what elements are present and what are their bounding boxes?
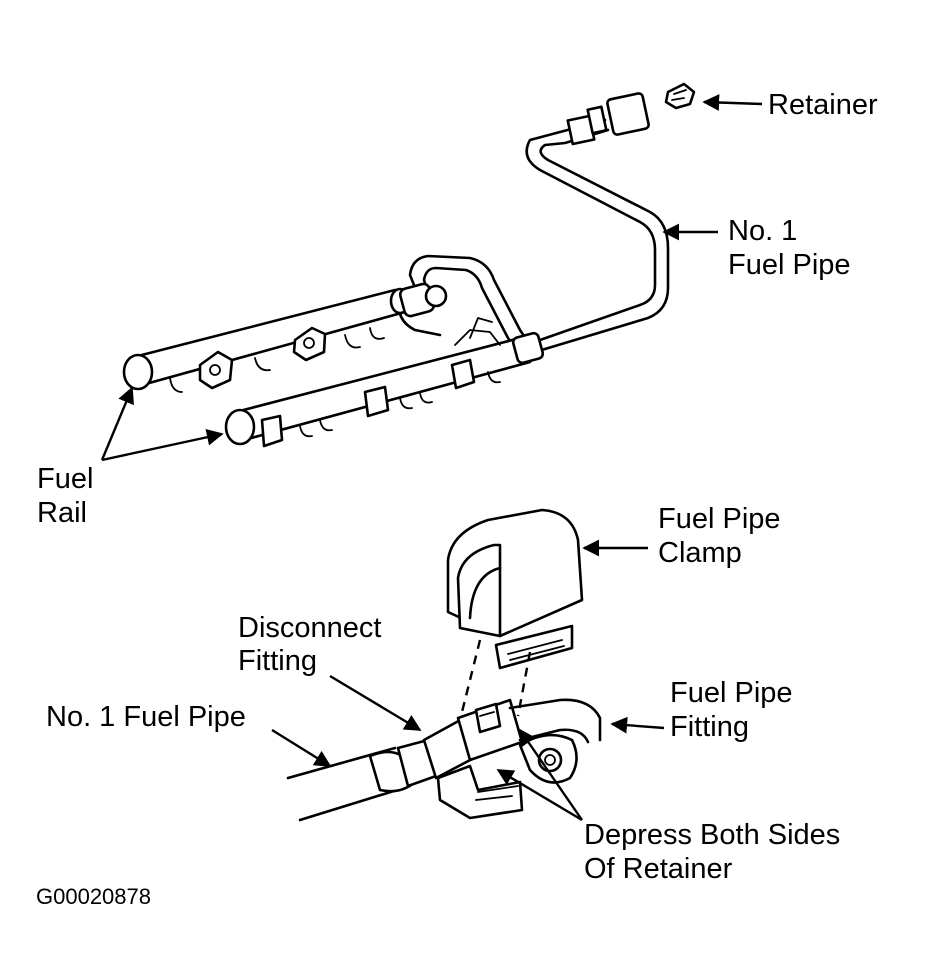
lower-detail xyxy=(286,508,602,822)
depress-arrow-right xyxy=(519,728,583,821)
retainer-clip xyxy=(664,82,696,110)
label-fuel-rail-line2: Rail xyxy=(37,497,87,529)
label-clamp-line1: Fuel Pipe xyxy=(658,503,781,535)
figure-code: G00020878 xyxy=(36,884,151,909)
callout-arrows xyxy=(100,94,763,822)
label-depress-line2: Of Retainer xyxy=(584,853,733,885)
fuel-pipe-clamp xyxy=(446,508,584,670)
labels: Retainer No. 1 Fuel Pipe Fuel Rail Fuel … xyxy=(36,89,878,909)
upper-assembly xyxy=(122,82,696,448)
label-disconnect-line2: Fitting xyxy=(238,645,317,677)
fuel-pipe-lower-arrow xyxy=(271,728,332,768)
label-depress-line1: Depress Both Sides xyxy=(584,819,840,851)
depress-arrow-left xyxy=(496,768,583,822)
clamp-guide-line-left xyxy=(460,639,482,713)
retainer-arrow xyxy=(702,94,763,111)
fuel-pipe-lower xyxy=(286,738,438,822)
label-disconnect-line1: Disconnect xyxy=(238,612,381,644)
disconnect-arrow xyxy=(329,674,422,732)
fuel-rail-arrow-front xyxy=(101,428,224,462)
fuel-pipe-fitting xyxy=(508,698,602,784)
fuel-pipe-upper xyxy=(525,92,670,354)
label-fuel-pipe-upper-line2: Fuel Pipe xyxy=(728,249,851,281)
fuel-rail-rear xyxy=(122,282,448,393)
label-fuel-pipe-lower: No. 1 Fuel Pipe xyxy=(46,701,246,733)
label-pipe-fitting-line1: Fuel Pipe xyxy=(670,677,793,709)
fuel-rail-arrow-rear xyxy=(100,386,134,461)
label-clamp-line2: Clamp xyxy=(658,537,742,569)
disconnect-fitting xyxy=(422,698,524,820)
label-pipe-fitting-line2: Fitting xyxy=(670,711,749,743)
label-retainer: Retainer xyxy=(768,89,878,121)
fuel-rail-front xyxy=(224,317,545,448)
label-fuel-pipe-upper-line1: No. 1 xyxy=(728,215,797,247)
label-fuel-rail-line1: Fuel xyxy=(37,463,93,495)
pipe-fitting-arrow xyxy=(610,716,665,734)
